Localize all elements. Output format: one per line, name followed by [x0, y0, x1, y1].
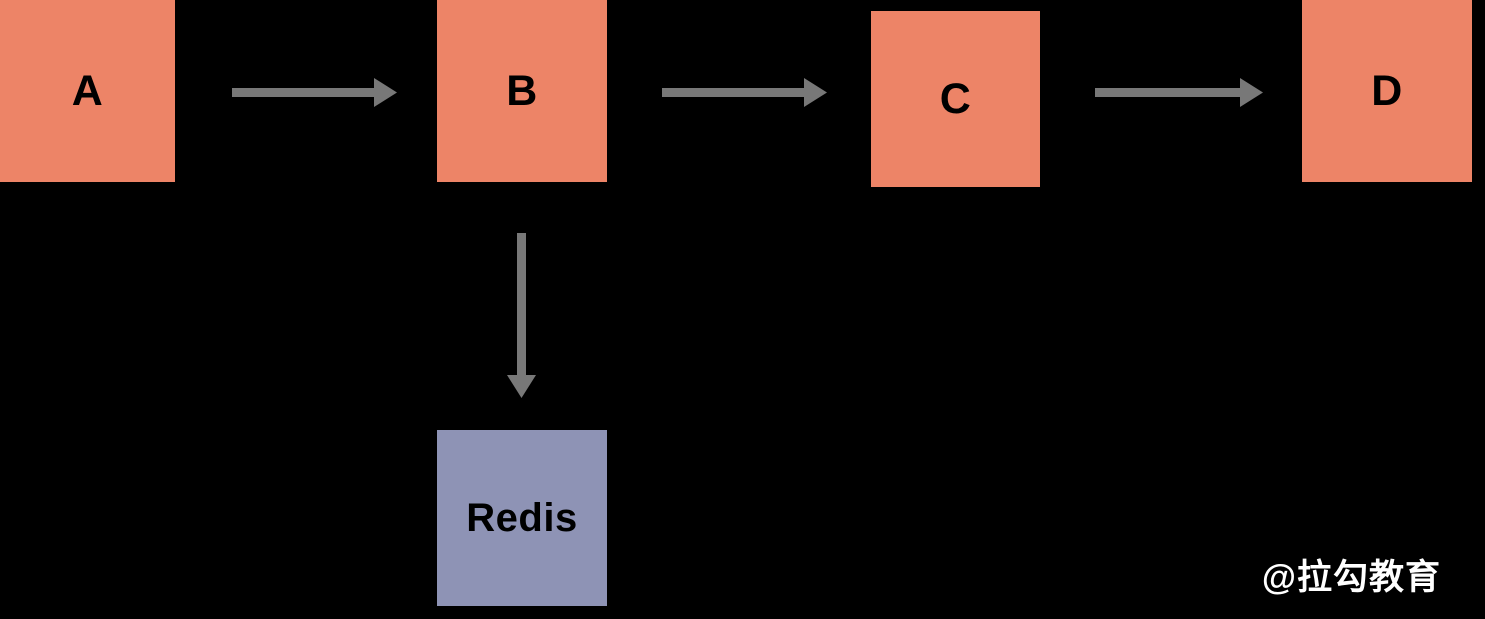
node-a[interactable]: A	[0, 0, 175, 182]
arrow-a-to-b	[232, 78, 397, 107]
arrow-b-to-c	[662, 78, 827, 107]
node-d[interactable]: D	[1302, 0, 1472, 182]
watermark: @拉勾教育	[1261, 558, 1441, 597]
node-redis[interactable]: Redis	[437, 430, 607, 606]
arrow-c-to-d	[1095, 78, 1263, 107]
node-d-label: D	[1371, 66, 1403, 115]
arrow-b-to-redis	[507, 233, 536, 398]
node-a-label: A	[71, 66, 104, 115]
node-b-label: B	[506, 66, 538, 115]
node-c[interactable]: C	[871, 11, 1040, 187]
node-c-label: C	[939, 74, 972, 123]
node-b[interactable]: B	[437, 0, 607, 182]
node-redis-label: Redis	[466, 496, 578, 540]
